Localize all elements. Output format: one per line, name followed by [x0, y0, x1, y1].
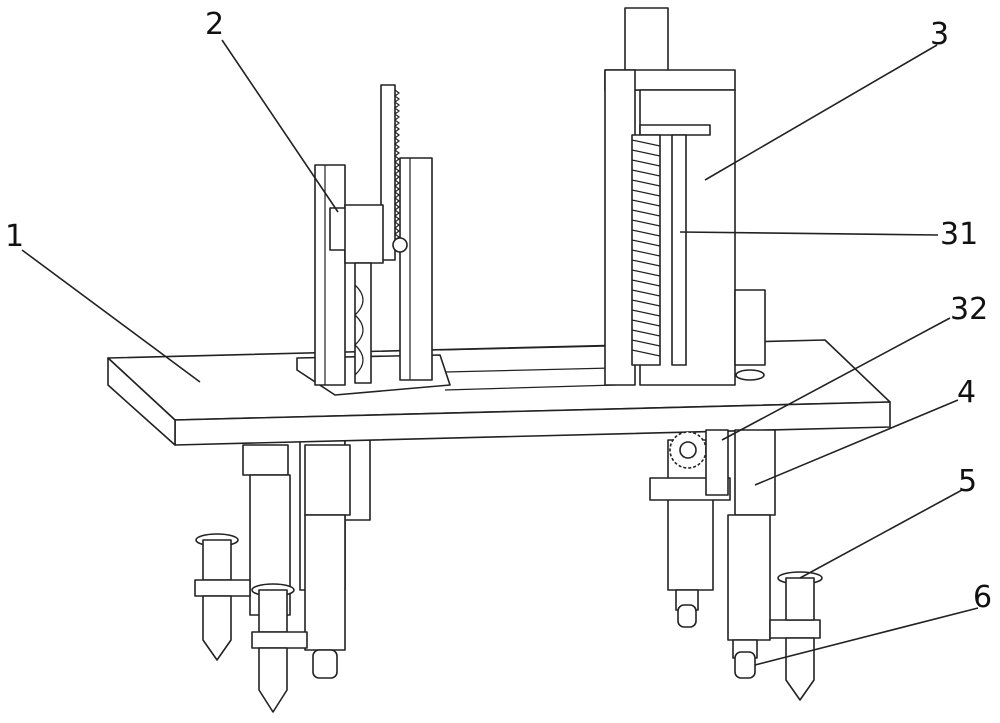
stake-right — [770, 572, 822, 700]
label-1: 1 — [5, 222, 24, 252]
label-6: 6 — [973, 583, 992, 613]
label-4: 4 — [957, 378, 976, 408]
label-5: 5 — [958, 467, 977, 497]
label-32: 32 — [950, 295, 988, 325]
label-31: 31 — [940, 220, 978, 250]
label-3: 3 — [930, 20, 949, 50]
label-2: 2 — [205, 10, 224, 40]
lift-frame — [605, 8, 765, 385]
leg — [728, 430, 775, 678]
drill-assembly — [297, 85, 450, 395]
